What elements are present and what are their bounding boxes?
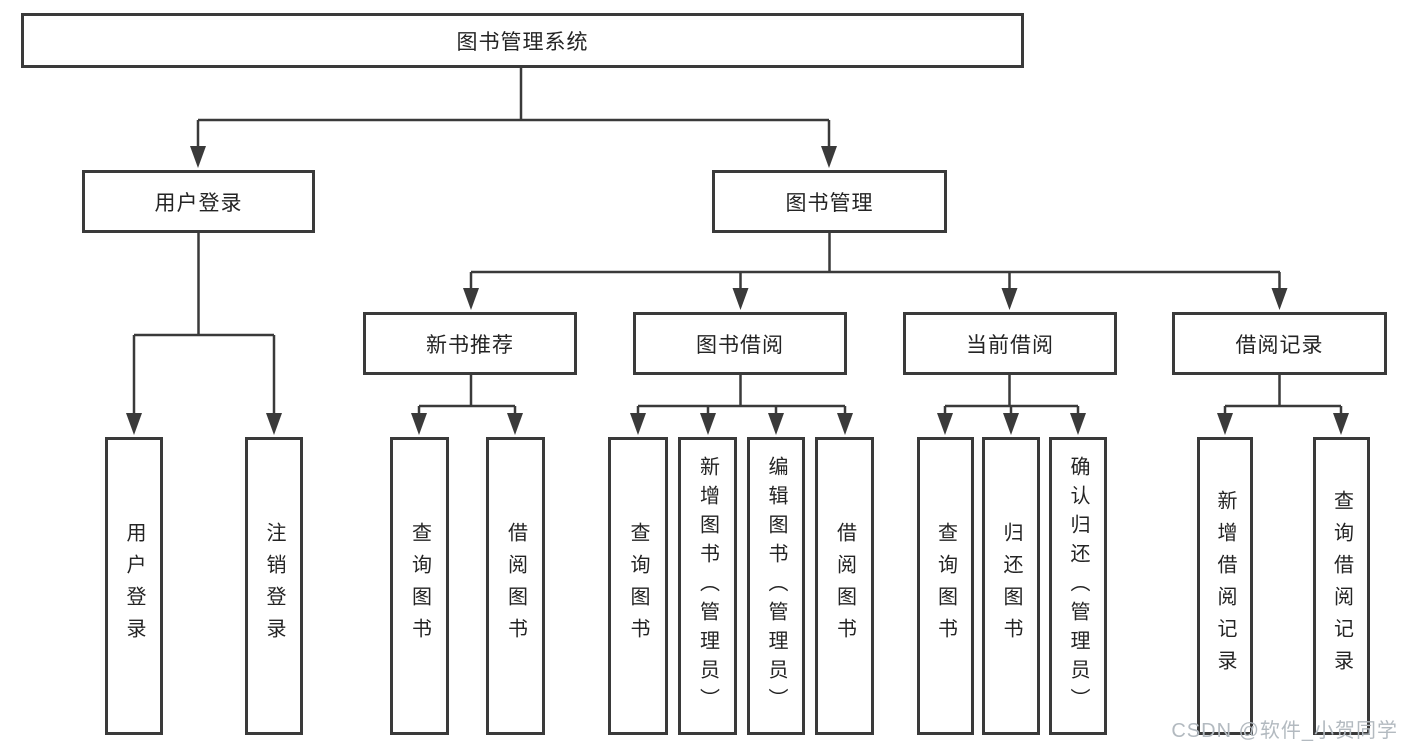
leaf-edit-books-admin: 编辑图书（管理员） [747,437,805,735]
node-root-system: 图书管理系统 [21,13,1024,68]
leaf-borrow-books-recommend: 借阅图书 [486,437,545,735]
node-label: 当前借阅 [966,333,1054,357]
node-label: 查询图书 [934,522,957,650]
leaf-user-login: 用户登录 [105,437,163,735]
node-label: 用户登录 [123,522,145,650]
leaf-add-books-admin: 新增图书（管理员） [678,437,737,735]
node-label: 查询图书 [627,522,649,650]
node-label: 归还图书 [1000,522,1022,650]
node-new-book-recommend: 新书推荐 [363,312,577,375]
leaf-add-borrow-record: 新增借阅记录 [1197,437,1253,735]
node-label: 用户登录 [154,191,243,215]
leaf-return-books: 归还图书 [982,437,1040,735]
node-user-login: 用户登录 [82,170,315,233]
node-label: 借阅记录 [1235,333,1324,357]
leaf-confirm-return-admin: 确认归还（管理员） [1049,437,1107,735]
leaf-query-books-current: 查询图书 [917,437,974,735]
leaf-query-borrow-record: 查询借阅记录 [1313,437,1370,735]
node-book-management: 图书管理 [712,170,947,233]
leaf-query-books-borrowing: 查询图书 [608,437,668,735]
node-label: 编辑图书（管理员） [765,455,787,717]
node-label: 新书推荐 [426,333,514,357]
node-book-borrowing: 图书借阅 [633,312,847,375]
node-current-borrowing: 当前借阅 [903,312,1117,375]
node-label: 图书管理 [785,191,874,215]
leaf-logout: 注销登录 [245,437,303,735]
node-label: 图书管理系统 [456,30,589,54]
node-label: 确认归还（管理员） [1067,455,1089,717]
node-label: 注销登录 [263,522,285,650]
node-label: 新增借阅记录 [1214,490,1236,682]
node-label: 借阅图书 [504,522,527,650]
node-label: 图书借阅 [696,333,784,357]
node-borrow-records: 借阅记录 [1172,312,1387,375]
node-label: 新增图书（管理员） [696,455,719,717]
node-label: 查询借阅记录 [1330,490,1353,682]
csdn-watermark: CSDN @软件_小贺同学 [1171,720,1398,742]
leaf-query-books-recommend: 查询图书 [390,437,449,735]
leaf-borrow-books: 借阅图书 [815,437,874,735]
node-label: 借阅图书 [833,522,856,650]
node-label: 查询图书 [408,522,431,650]
